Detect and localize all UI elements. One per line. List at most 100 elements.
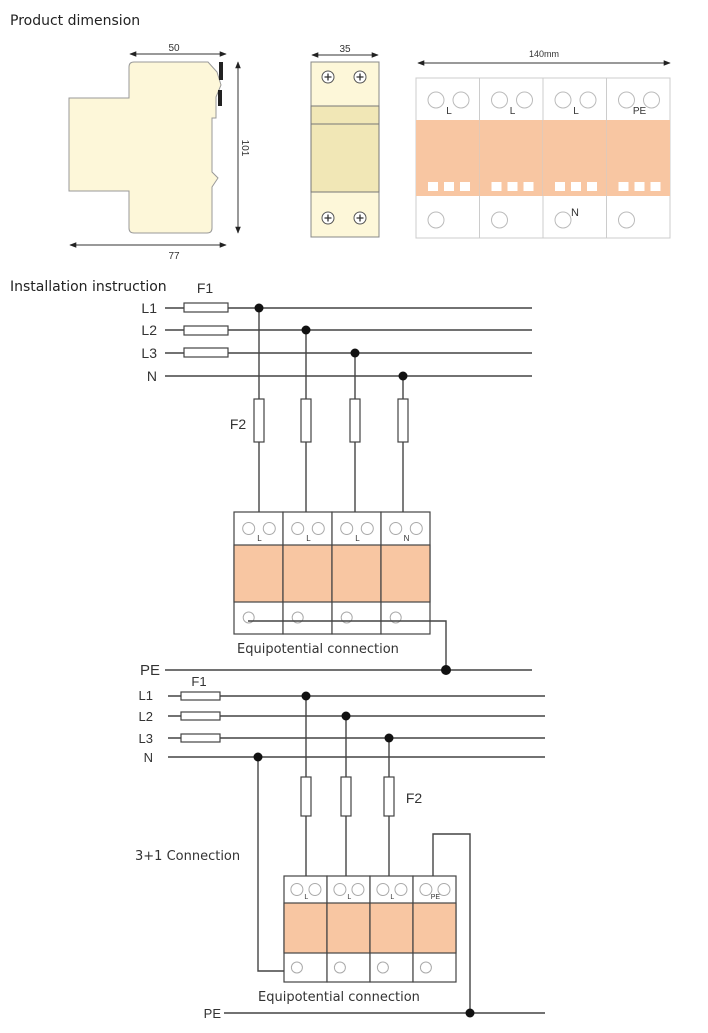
spd-module-unit: L [369, 875, 414, 983]
indicator-window [444, 182, 454, 191]
front-window [310, 123, 380, 193]
terminal-icon [419, 961, 432, 974]
terminal-icon [376, 961, 389, 974]
junction-dot [254, 303, 264, 313]
bus-line-l2-2: L2 [139, 709, 545, 724]
fuse-f1-l2-2 [180, 711, 221, 721]
terminal-label: N [571, 207, 579, 219]
fuse-f2-2 [300, 776, 312, 817]
bus-line-l3-2: L3 [139, 731, 545, 746]
junction-dot [465, 1008, 475, 1018]
line-label-l3-2: L3 [139, 731, 153, 746]
terminal-icon [491, 211, 508, 229]
module-unit: L [415, 77, 480, 239]
terminal-icon [452, 91, 470, 109]
terminal-label: L [510, 106, 516, 117]
terminal-icon [333, 961, 346, 974]
indicator-window [460, 182, 470, 191]
terminal-icon [409, 522, 423, 535]
front-band [310, 105, 380, 125]
terminal-icon [394, 883, 408, 896]
terminal-label: PE [633, 106, 647, 117]
terminal-icon [333, 883, 347, 896]
terminal-icon [340, 522, 354, 535]
fuse-label-f1-2: F1 [191, 674, 206, 689]
spd-module-unit: PE [412, 875, 457, 983]
terminal-icon [427, 91, 445, 109]
terminal-icon [427, 211, 445, 229]
side-profile-shape [68, 61, 222, 234]
indicator-window [618, 182, 629, 191]
spd-module-unit: L [283, 875, 328, 983]
fuse-label-f2-2: F2 [406, 790, 423, 806]
indicator-window [571, 182, 581, 191]
fuse-f2-2 [340, 776, 352, 817]
bus-line-pe: PE [140, 662, 532, 679]
module-unit: LN [542, 77, 607, 239]
indicator-window [587, 182, 597, 191]
terminal-label: L [573, 106, 579, 117]
terminal-icon [389, 611, 402, 624]
terminal-label: L [304, 894, 308, 901]
line-label-l1-2: L1 [139, 688, 153, 703]
terminal-label: L [355, 534, 360, 543]
line-label-pe: PE [140, 662, 160, 679]
module-unit: PE [606, 77, 671, 239]
title-3plus1-connection: 3+1 Connection [135, 849, 240, 864]
terminal-label: N [404, 534, 410, 543]
dimension-label-50: 50 [168, 43, 180, 54]
terminal-icon [643, 91, 660, 109]
terminal-icon [242, 611, 255, 624]
side-view-drawing: 50 101 77 [68, 43, 250, 262]
terminal-icon [351, 883, 365, 896]
line-label-l2-2: L2 [139, 709, 153, 724]
terminal-icon [618, 91, 635, 109]
bus-line-n: N [147, 368, 532, 384]
clip-upper [219, 62, 223, 80]
junction-dot [301, 691, 311, 701]
spd-module-unit: L [233, 511, 284, 635]
terminal-icon [291, 611, 304, 624]
terminal-icon [554, 91, 572, 109]
terminal-label: PE [431, 894, 441, 901]
screw-icon [353, 70, 367, 84]
screw-icon [321, 70, 335, 84]
front-view-drawing: 35 [310, 44, 380, 238]
terminal-icon [389, 522, 403, 535]
caption-equipotential-1: Equipotential connection [237, 642, 399, 657]
terminal-icon [262, 522, 276, 535]
indicator-window [507, 182, 518, 191]
line-label-l2: L2 [141, 322, 157, 338]
terminal-label: L [306, 534, 311, 543]
indicator-window [650, 182, 661, 191]
terminal-icon [516, 91, 533, 109]
dimension-label-77: 77 [168, 251, 180, 262]
terminal-icon [340, 611, 353, 624]
terminal-label: L [257, 534, 262, 543]
spd-module-unit: L [331, 511, 382, 635]
junction-dot [341, 711, 351, 721]
indicator-window [491, 182, 502, 191]
fuse-f1-l2 [183, 325, 229, 336]
fuse-f2 [253, 398, 265, 443]
caption-equipotential-2: Equipotential connection [258, 990, 420, 1005]
dimension-label-140mm: 140mm [529, 49, 559, 59]
terminal-icon [360, 522, 374, 535]
line-label-n: N [147, 368, 157, 384]
screw-icons [321, 70, 367, 225]
fuse-f1-l3 [183, 347, 229, 358]
fuse-f2 [397, 398, 409, 443]
junction-dot [398, 371, 408, 381]
indicator-window [428, 182, 438, 191]
fuse-f1-l1-2 [180, 691, 221, 701]
fuse-label-f1: F1 [197, 280, 214, 296]
fuse-f1-l1 [183, 302, 229, 313]
terminal-icon [311, 522, 325, 535]
bus-line-l1-2: L1 [139, 688, 545, 703]
installation-diagram-2: F1 L1 L2 L3 N F2 3+1 C [135, 674, 545, 1021]
